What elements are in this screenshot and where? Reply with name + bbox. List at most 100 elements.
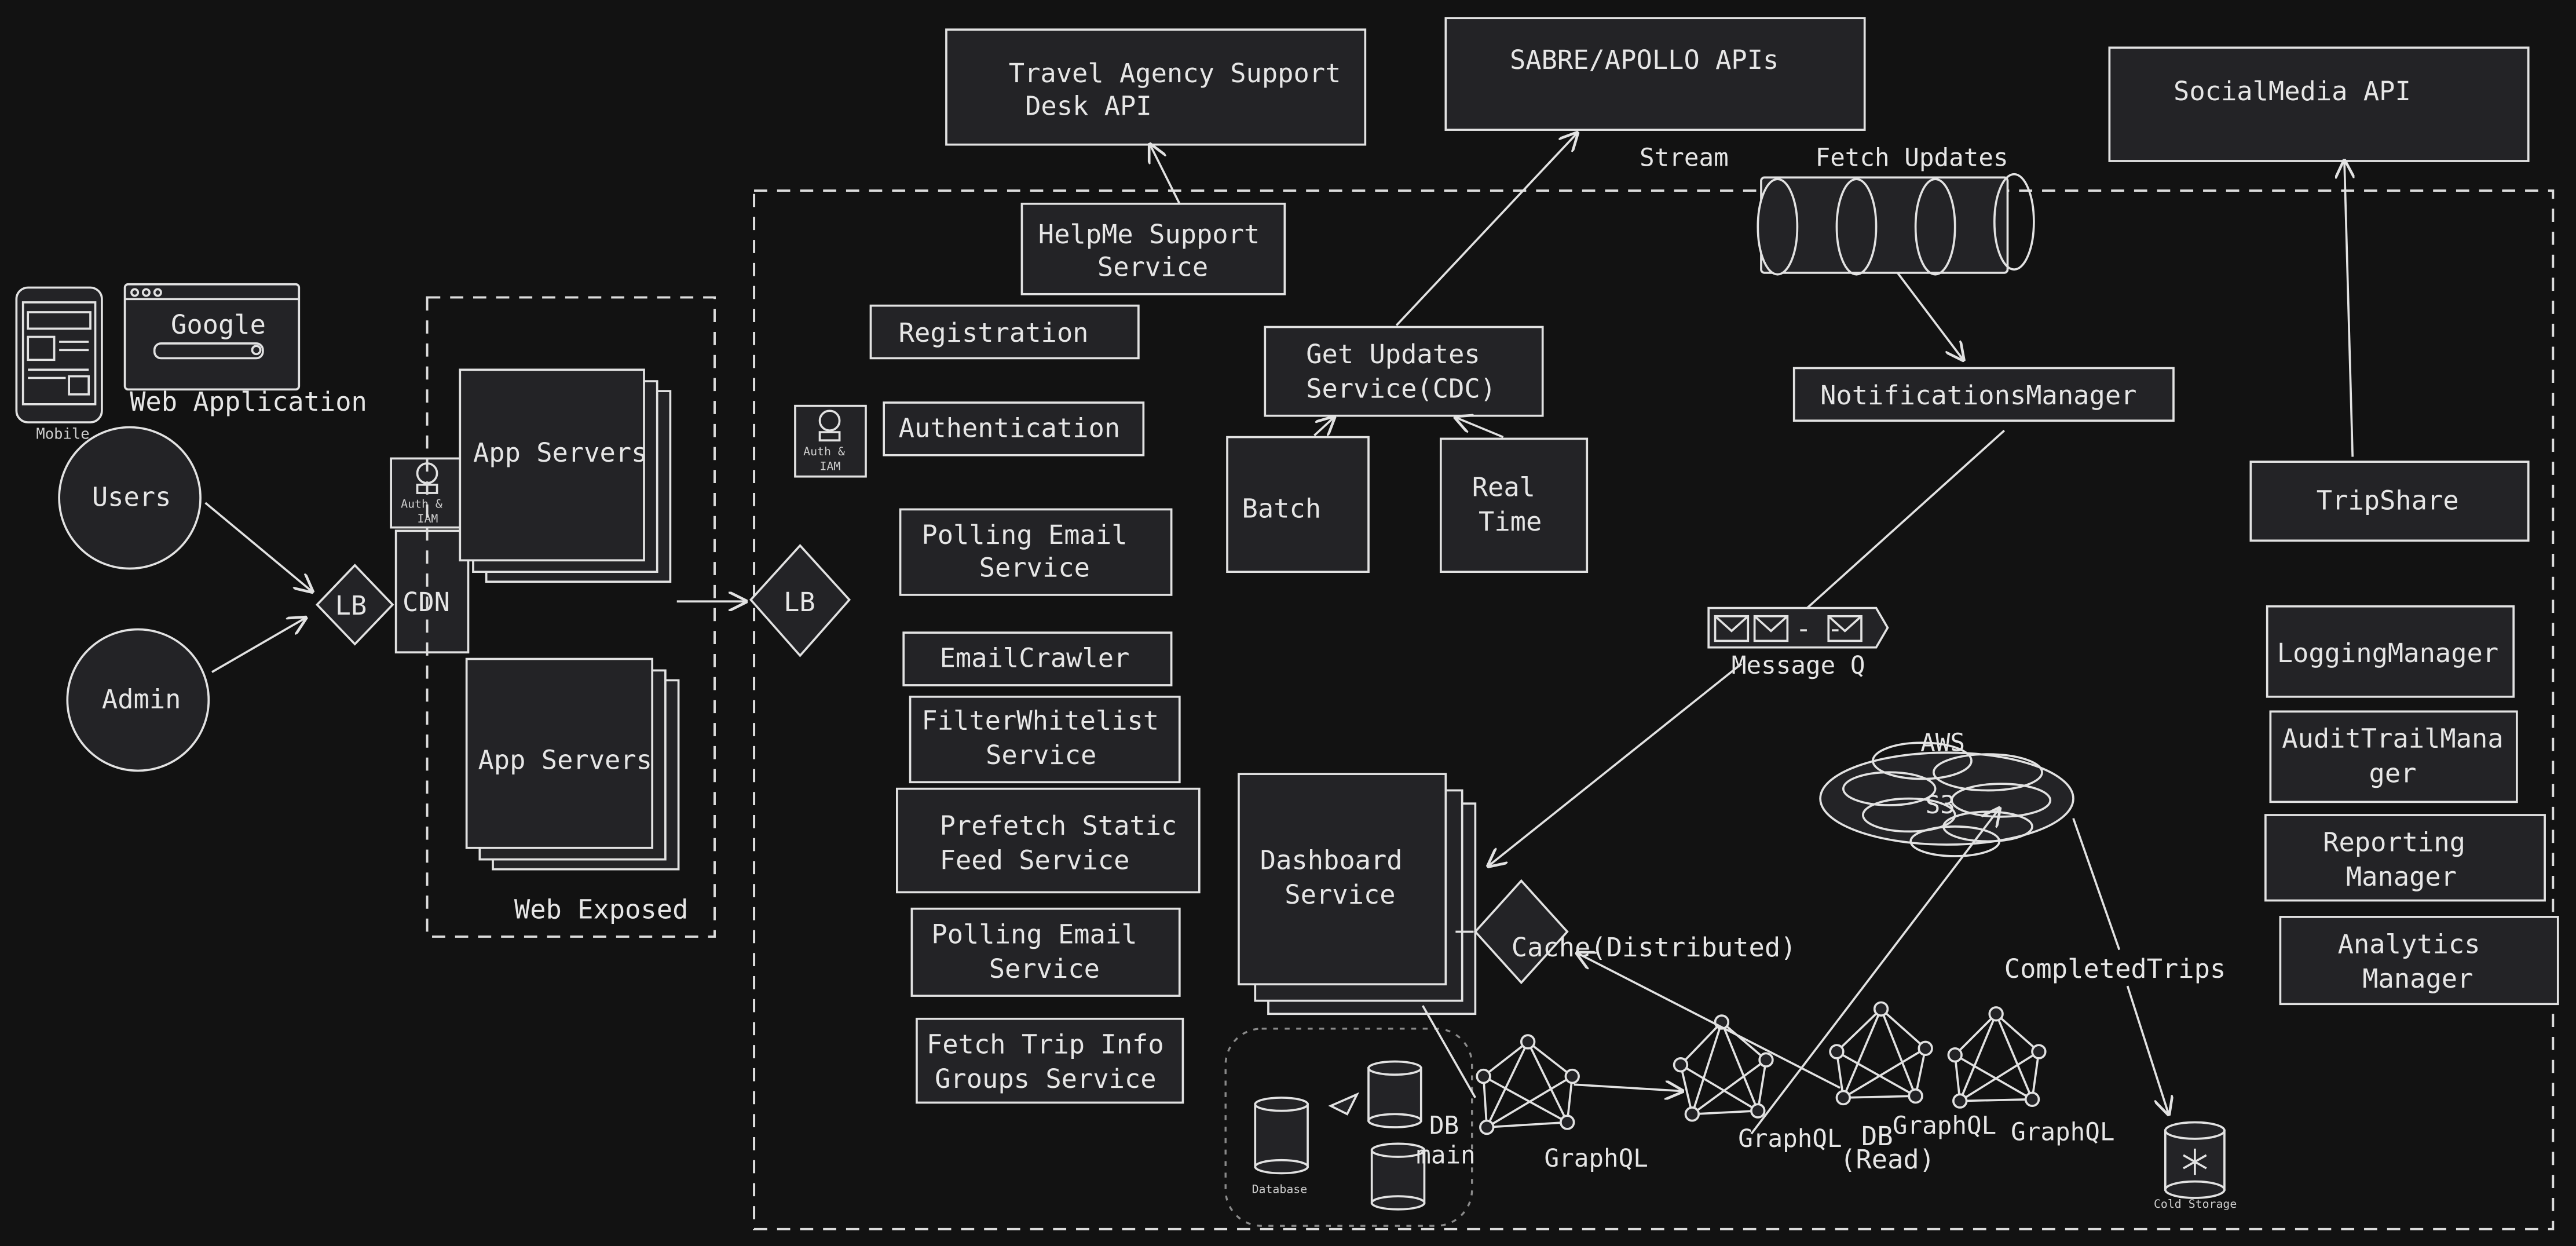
realtime-l1: Real [1472,472,1535,503]
browser-icon [123,283,301,391]
admin-label: Admin [102,684,181,715]
reporting-manager: Reporting Manager [2264,814,2546,902]
mobile-icon [15,286,103,423]
get-updates-to-sabre-arrow [1395,133,1577,326]
web-exposed-boundary [426,296,716,938]
authentication-service: Authentication [883,401,1145,456]
graphql-node-3 [1829,1001,1933,1106]
s3-to-completed-line [2072,818,2121,951]
users-label: Users [92,482,171,513]
helpme-to-travel-arrow [1150,145,1181,204]
users-to-lb-arrow [204,502,312,591]
graphql-node-4 [1947,1006,2047,1109]
edge-lb: LB [315,564,394,646]
dashboard-l1: Dashboard [1260,845,1403,876]
prefetch-static-feed-service: Prefetch Static Feed Service [896,787,1201,894]
sabre-apollo-api: SABRE/APOLLO APIs [1444,17,1866,131]
analytics-l1: Analytics [2338,929,2480,959]
dashboard-to-db-line [1422,1005,1476,1098]
travel-agency-l1: Travel Agency Support [1009,58,1341,89]
logging-manager: LoggingManager [2266,605,2515,698]
app-servers-2-label: App Servers [478,745,652,776]
app-servers-1-label: App Servers [473,437,647,468]
social-media-label: SocialMedia API [2174,76,2411,107]
admin-node: Admin [66,628,210,772]
edge-auth-label-2: IAM [418,512,438,525]
polling-email2-l2: Service [989,953,1100,984]
registration-service: Registration [869,304,1140,360]
database-icon-2 [1367,1060,1422,1128]
internal-auth-label-2: IAM [820,459,841,473]
db-main-l1: DB [1429,1112,1459,1140]
edge-auth-label-1: Auth & [401,498,442,511]
sabre-label: SABRE/APOLLO APIs [1510,45,1779,75]
distributed-cache [1473,879,1569,985]
graphql-3-label: GraphQL [1893,1112,1996,1140]
authentication-label: Authentication [899,413,1120,444]
logging-manager-label: LoggingManager [2277,638,2498,668]
admin-to-lb-arrow [211,618,306,673]
filter-whitelist-l1: FilterWhitelist [921,706,1159,736]
completed-to-cold-arrow [2126,985,2169,1114]
audit-l2: ger [2369,758,2417,788]
notifications-manager-label: NotificationsManager [1820,380,2136,411]
fetch-updates-label: Fetch Updates [1816,144,2008,173]
stream-queue-cylinders [1757,173,2035,276]
email-crawler-label: EmailCrawler [940,643,1130,674]
audit-trail-manager: AuditTrailMana ger [2269,710,2518,803]
database-icon-3 [1370,1142,1426,1211]
helpme-l2: Service [1097,252,1208,283]
registration-label: Registration [899,317,1089,348]
aws-s3-cloud [1819,741,2074,857]
s3-label: S3 [1926,791,1955,820]
polling-email-service-2: Polling Email Service [910,907,1181,997]
helpme-l1: HelpMe Support [1038,219,1260,250]
tripshare-service: TripShare [2249,461,2530,542]
message-q-label: Message Q [1732,652,1865,680]
batch-node: Batch [1226,436,1370,573]
reporting-l2: Manager [2346,861,2457,892]
aws-label: AWS [1920,729,1965,757]
audit-l1: AuditTrailMana [2282,724,2503,754]
svg-text:- -: - - [1796,613,1843,644]
internal-auth-label-1: Auth & [803,445,845,458]
travel-agency-l2: Desk API [1025,91,1152,122]
cdn-node: CDN [394,529,470,654]
stream-label: Stream [1640,144,1729,173]
web-exposed-label: Web Exposed [514,894,689,925]
get-updates-service: Get Updates Service(CDC) [1264,326,1544,417]
realtime-l2: Time [1479,506,1542,537]
get-updates-l2: Service(CDC) [1306,373,1496,404]
db-main-l2: main [1416,1141,1475,1170]
batch-label: Batch [1242,494,1322,524]
prefetch-l2: Feed Service [940,845,1130,876]
graphql-4-label: GraphQL [2011,1119,2114,1147]
database-label: Database [1252,1182,1308,1196]
travel-agency-api: Travel Agency Support Desk API [945,28,1367,146]
graphql-to-s3-arrow [1750,809,1999,1135]
prefetch-l1: Prefetch Static [940,810,1177,841]
stream-to-notifications-arrow [1896,272,1963,360]
fetch-trip-l1: Fetch Trip Info [927,1029,1164,1059]
db-read-l1: DB [1861,1121,1893,1152]
browser-text: Google [171,309,266,340]
cache-label: Cache(Distributed) [1512,932,1796,963]
internal-lb: LB [749,544,851,657]
tripshare-to-social-arrow [2344,161,2352,457]
filter-whitelist-l2: Service [986,740,1096,770]
notifications-to-queue-line [1806,429,2006,609]
web-application-label: Web Application [130,386,367,417]
tripshare-label: TripShare [2317,485,2459,516]
database-icon-1 [1254,1097,1309,1175]
graphql1-to-graphql2-arrow [1574,1084,1682,1091]
social-media-api: SocialMedia API [2108,46,2530,162]
message-queue: - - [1707,606,1889,649]
internal-lb-label: LB [784,587,815,617]
edge-lb-label: LB [335,590,367,621]
db-read-l2: (Read) [1840,1144,1935,1175]
polling-email-l2: Service [979,553,1090,583]
notifications-manager: NotificationsManager [1792,367,2175,422]
realtime-node: Real Time [1439,437,1589,573]
